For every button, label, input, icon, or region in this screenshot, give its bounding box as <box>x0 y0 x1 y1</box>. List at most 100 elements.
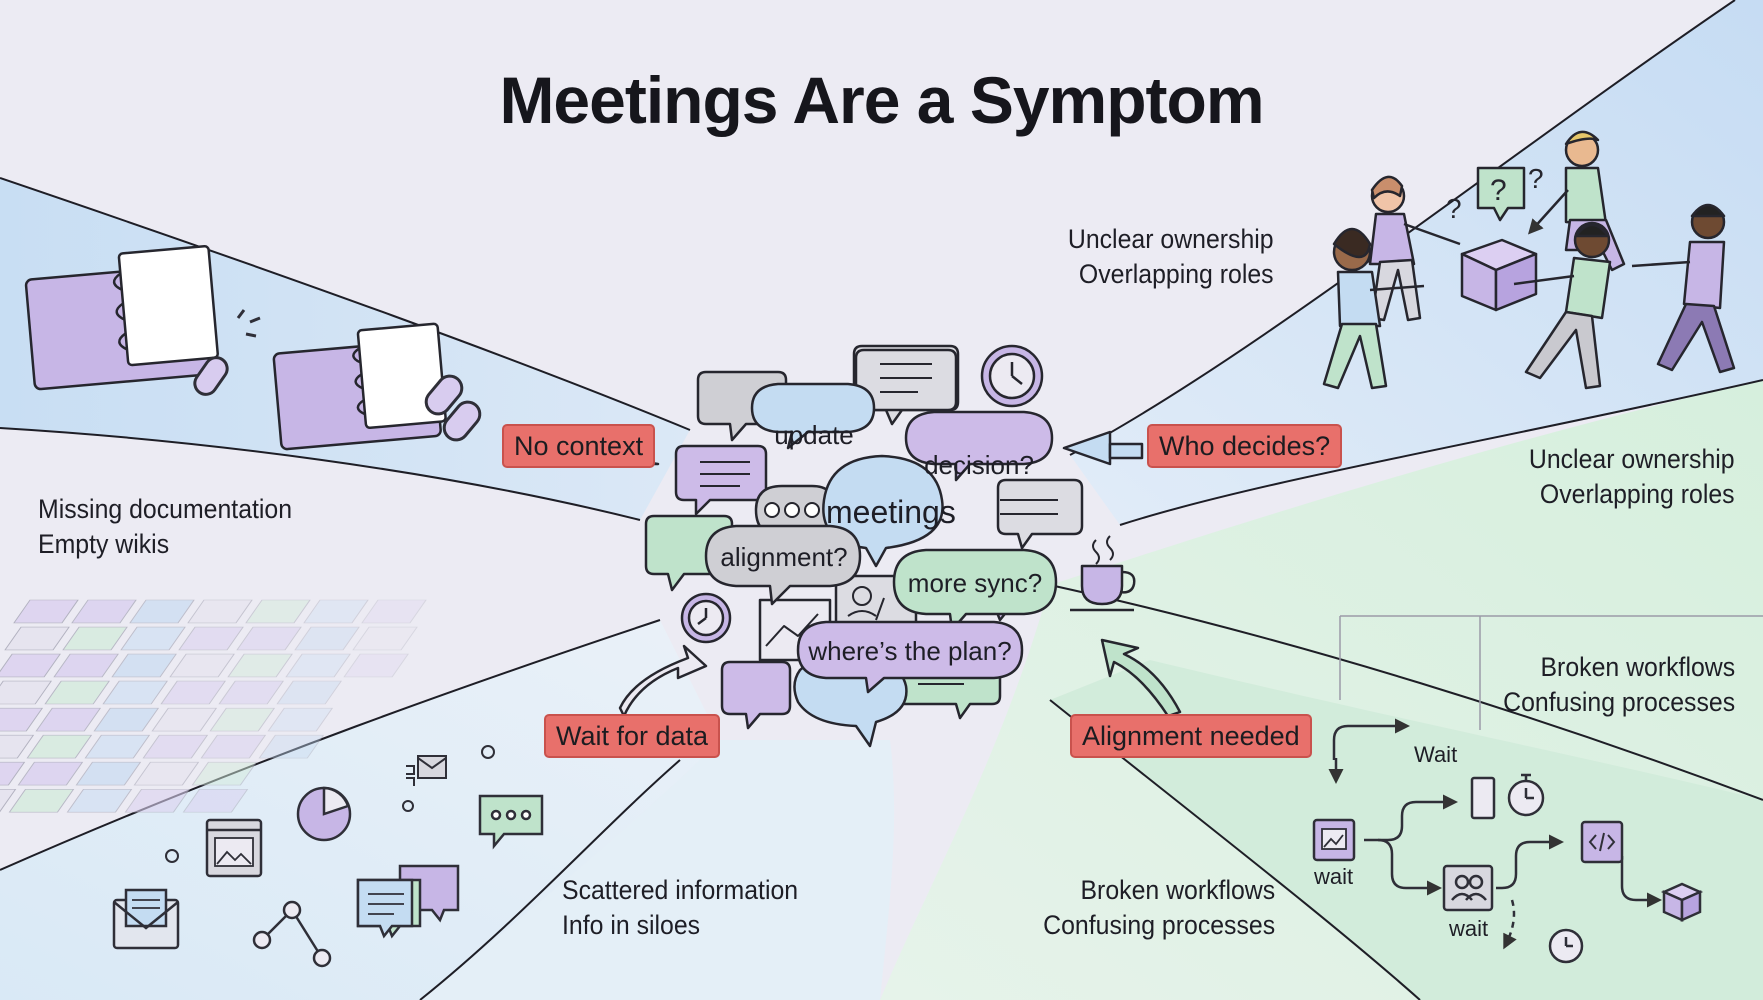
svg-text:?: ? <box>1528 163 1544 194</box>
envelope-icon <box>112 888 180 950</box>
grid-tile <box>294 626 360 651</box>
scattered-info-label: Scattered information Info in siloes <box>562 873 798 943</box>
grid-tile <box>227 653 293 678</box>
label-line: Broken workflows <box>1080 875 1275 905</box>
dots-decor <box>165 745 495 863</box>
grid-tile <box>258 734 325 759</box>
grid-tile <box>245 599 311 624</box>
users-card-icon <box>1442 864 1494 912</box>
chat-pair-icon <box>356 864 460 939</box>
right-box-frame <box>1339 615 1763 730</box>
grid-tile <box>0 761 26 786</box>
workflow-wait-top: Wait <box>1414 742 1458 767</box>
zone-top-right <box>1070 0 1763 525</box>
workflow-wait-left: wait <box>1314 864 1354 889</box>
grid-tile <box>343 653 409 678</box>
label-line: Overlapping roles <box>1540 479 1735 509</box>
bubble-alignment-text: alignment? <box>720 542 848 572</box>
pie-chart-icon <box>296 786 352 842</box>
broken-link-icon <box>193 309 482 442</box>
grid-tile <box>75 761 142 786</box>
chat-bubble-cluster <box>644 344 1136 748</box>
grid-tile <box>66 788 133 813</box>
workflows-label-bottom: Broken workflows Confusing processes <box>1043 873 1275 943</box>
code-icon <box>1580 820 1624 864</box>
workflow-diagram <box>1328 718 1662 950</box>
grid-tile <box>200 734 267 759</box>
grid-tile <box>133 761 200 786</box>
grid-tile <box>93 707 160 732</box>
people-conflict-illustration: ? ? ? <box>1322 130 1736 390</box>
arrow-wait-for-data <box>618 644 708 718</box>
bubble-wheres-plan-text: where’s the plan? <box>808 636 1012 666</box>
grid-tile <box>191 761 258 786</box>
bubble-wheres-plan <box>796 620 1024 694</box>
label-line: Info in siloes <box>562 910 701 940</box>
grid-tile <box>0 680 53 705</box>
grid-tile <box>0 653 61 678</box>
label-line: Overlapping roles <box>1079 259 1274 289</box>
ownership-label-top: Unclear ownership Overlapping roles <box>1068 222 1274 292</box>
grid-tile <box>4 626 70 651</box>
arrow-alignment-needed <box>1100 638 1182 718</box>
label-line: Empty wikis <box>38 529 170 559</box>
grid-tile <box>151 707 218 732</box>
grid-tile <box>8 788 75 813</box>
grid-tile <box>124 788 191 813</box>
grid-tile <box>267 707 334 732</box>
grid-tile <box>0 707 44 732</box>
document-icon <box>1470 776 1496 820</box>
bubble-update <box>750 382 876 450</box>
grid-tile <box>142 734 209 759</box>
bubble-decision-text: decision? <box>924 450 1034 480</box>
network-icon <box>252 900 332 968</box>
bubble-update-text: update <box>774 420 854 450</box>
arrow-who-decides <box>1062 430 1144 466</box>
zone-bottom-left <box>0 620 720 1000</box>
cube-icon <box>1660 882 1704 922</box>
grid-tile <box>17 761 84 786</box>
tag-who-decides: Who decides? <box>1147 424 1343 468</box>
message-dots-icon <box>478 794 544 850</box>
workflows-label-right: Broken workflows Confusing processes <box>1503 650 1735 720</box>
grid-tile <box>276 680 343 705</box>
page-title: Meetings Are a Symptom <box>499 63 1264 137</box>
grid-tile <box>44 680 111 705</box>
tag-no-context: No context <box>502 424 656 468</box>
grid-tile <box>62 626 128 651</box>
grid-tile <box>120 626 186 651</box>
grid-tile <box>169 653 235 678</box>
tile-grid <box>0 599 427 813</box>
grid-tile <box>111 653 177 678</box>
bubble-lavender-doc <box>674 444 768 516</box>
bubble-decision <box>904 410 1054 482</box>
grid-tile <box>303 599 369 624</box>
binder-icon <box>272 322 447 451</box>
label-line: Confusing processes <box>1043 910 1275 940</box>
label-line: Broken workflows <box>1540 652 1735 682</box>
label-line: Missing documentation <box>38 494 293 524</box>
bubble-more-sync <box>892 548 1058 632</box>
label-line: Confusing processes <box>1503 687 1735 717</box>
bubble-alignment <box>704 524 862 606</box>
svg-text:?: ? <box>1446 193 1462 224</box>
clock-icon <box>1548 928 1584 964</box>
grid-tile <box>209 707 276 732</box>
grid-tile <box>84 734 151 759</box>
grid-tile <box>13 599 79 624</box>
grid-tile <box>236 626 302 651</box>
stopwatch-icon <box>1507 773 1545 817</box>
grid-tile <box>26 734 93 759</box>
grid-tile <box>182 788 249 813</box>
grid-tile <box>71 599 137 624</box>
grid-tile <box>187 599 253 624</box>
bubble-meetings-text: meetings <box>826 494 956 530</box>
grid-tile <box>352 626 418 651</box>
label-line: Unclear ownership <box>1529 444 1735 474</box>
bubble-more-sync-text: more sync? <box>907 568 1043 598</box>
label-line: Scattered information <box>562 875 799 905</box>
binder-icon <box>24 244 219 391</box>
grid-tile <box>218 680 285 705</box>
